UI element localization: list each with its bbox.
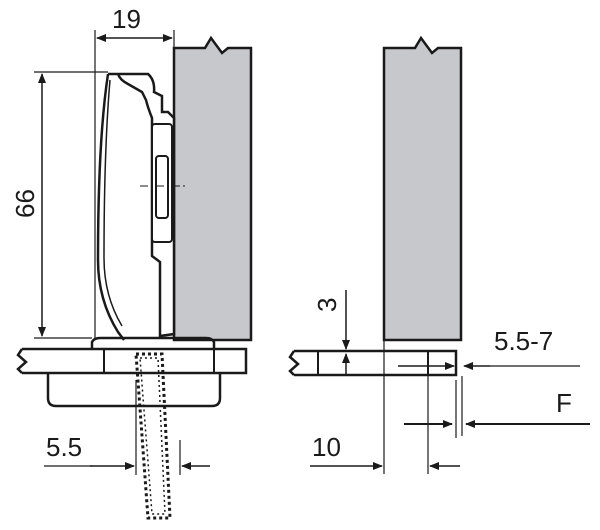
mounting-screw-slot [155, 155, 169, 219]
dim-66-label: 66 [10, 189, 40, 218]
dim-10-label: 10 [312, 432, 341, 462]
hinge-arm-inner [103, 79, 123, 327]
door-panel-left [16, 347, 248, 375]
screw-dashed-inner [139, 357, 166, 515]
hinge-cup [46, 373, 222, 408]
force-label: F [556, 388, 572, 418]
dim-5-5-7-label: 5.5-7 [494, 326, 553, 356]
dim-3-label: 3 [312, 298, 342, 312]
side-panel-left [172, 35, 253, 342]
hinge-cup-top [90, 336, 216, 349]
side-panel-right [382, 35, 463, 342]
hinge-arm-outline [96, 73, 125, 341]
dim-5-5-label: 5.5 [46, 432, 82, 462]
dim-19-label: 19 [112, 4, 141, 34]
screw-dashed [134, 352, 172, 520]
door-panel-right [288, 349, 458, 377]
